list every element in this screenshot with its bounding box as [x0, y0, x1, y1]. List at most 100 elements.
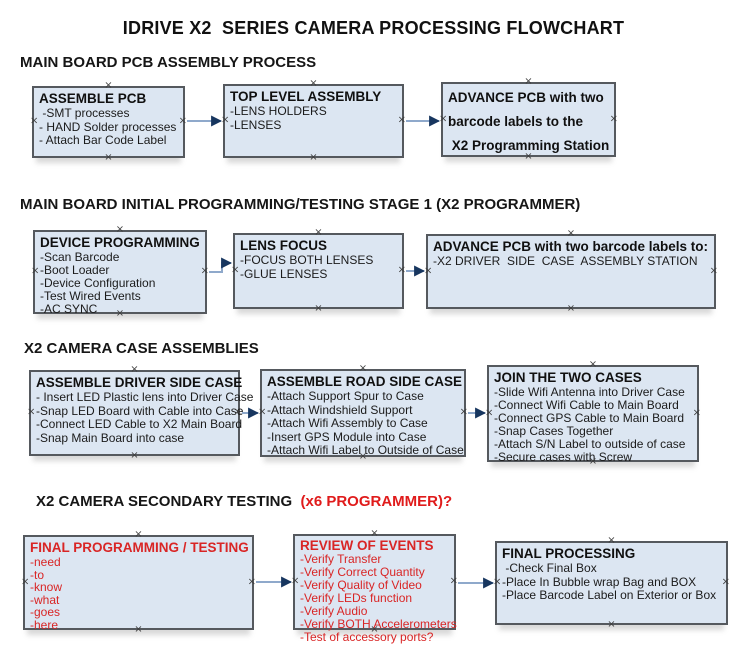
- connection-point-icon: ×: [609, 113, 618, 124]
- box-item: -Place Barcode Label on Exterior or Box: [502, 588, 717, 602]
- box-item: -know: [30, 580, 63, 594]
- section-heading-pcb-assembly: MAIN BOARD PCB ASSEMBLY PROCESS: [20, 54, 317, 71]
- box-item: - Insert LED Plastic lens into Driver Ca…: [36, 390, 254, 404]
- box-item: - HAND Solder processes: [39, 119, 177, 134]
- box-item: -to: [30, 567, 45, 582]
- section-heading-initial-programming: MAIN BOARD INITIAL PROGRAMMING/TESTING S…: [20, 196, 581, 213]
- flow-box-advance-to-programming-station[interactable]: ADVANCE PCB with two barcode labels to t…: [439, 77, 618, 162]
- connection-point-icon: ×: [607, 535, 616, 546]
- connection-point-icon: ×: [607, 619, 616, 630]
- box-item: -Attach S/N Label to outside of case: [494, 437, 686, 451]
- connection-point-icon: ×: [104, 80, 113, 91]
- flow-box-join-the-two-cases[interactable]: JOIN THE TWO CASES -Slide Wifi Antenna i…: [485, 360, 701, 467]
- box-item: -Attach Wifi Assembly to Case: [267, 416, 428, 430]
- box-item: -Snap Main Board into case: [36, 430, 185, 445]
- flow-box-assemble-pcb[interactable]: ASSEMBLE PCB -SMT processes - HAND Solde…: [30, 81, 187, 163]
- connection-point-icon: ×: [459, 406, 468, 418]
- box-title: DEVICE PROGRAMMING: [40, 235, 200, 250]
- box-item: -FOCUS BOTH LENSES: [240, 253, 374, 267]
- connection-point-icon: ×: [31, 265, 40, 277]
- box-item: -Attach Support Spur to Case: [267, 389, 424, 403]
- box-title-line: barcode labels to the: [448, 114, 584, 129]
- box-title: FINAL PROGRAMMING / TESTING: [30, 540, 249, 555]
- connector-arrow[interactable]: [209, 257, 233, 273]
- heading-red-part: (x6 PROGRAMMER)?: [292, 493, 453, 510]
- box-item: -need: [30, 555, 61, 569]
- box-item: -Verify Quality of Video: [300, 578, 422, 592]
- connection-point-icon: ×: [134, 529, 143, 540]
- flow-box-assemble-driver-side-case[interactable]: ASSEMBLE DRIVER SIDE CASE - Insert LED P…: [27, 365, 254, 461]
- box-item: -Test Wired Events: [40, 289, 141, 303]
- connection-point-icon: ×: [566, 228, 576, 239]
- box-item: -Snap LED Board with Cable into Case: [36, 403, 244, 418]
- connection-point-icon: ×: [709, 265, 718, 276]
- box-item-overflow: -Test of accessory ports?: [300, 630, 434, 644]
- connection-point-icon: ×: [721, 576, 730, 588]
- box-item: -Connect LED Cable to X2 Main Board: [36, 417, 243, 431]
- box-item: -GLUE LENSES: [240, 266, 328, 281]
- box-title: FINAL PROCESSING: [502, 546, 636, 561]
- heading-black-part: X2 CAMERA SECONDARY TESTING: [36, 493, 293, 510]
- box-item: -LENSES: [230, 117, 282, 132]
- flow-box-assemble-road-side-case[interactable]: ASSEMBLE ROAD SIDE CASE -Attach Support …: [258, 364, 468, 462]
- box-title: ADVANCE PCB with two barcode labels to:: [433, 239, 709, 254]
- box-item: -Place In Bubble wrap Bag and BOX: [502, 574, 697, 589]
- connection-point-icon: ×: [314, 303, 323, 314]
- box-title: ASSEMBLE DRIVER SIDE CASE: [36, 375, 243, 390]
- box-item: -Slide Wifi Antenna into Driver Case: [494, 385, 685, 399]
- connection-point-icon: ×: [358, 363, 368, 374]
- connection-point-icon: ×: [258, 406, 267, 418]
- box-title: ASSEMBLE PCB: [39, 91, 147, 106]
- connection-point-icon: ×: [231, 264, 240, 276]
- box-item: -Verify Correct Quantity: [300, 565, 425, 579]
- box-item: -Secure cases with Screw: [494, 450, 633, 464]
- box-item: -Verify LEDs function: [300, 591, 413, 605]
- box-item: -Insert GPS Module into Case: [267, 429, 427, 444]
- connection-point-icon: ×: [449, 575, 458, 587]
- box-item: -goes: [30, 605, 61, 619]
- flow-box-final-programming-testing[interactable]: FINAL PROGRAMMING / TESTING -need -to -k…: [21, 530, 256, 635]
- box-item: -Verify Transfer: [300, 552, 382, 566]
- box-title: JOIN THE TWO CASES: [494, 370, 642, 385]
- box-item: -LENS HOLDERS: [230, 104, 327, 118]
- connection-point-icon: ×: [200, 265, 209, 277]
- box-title: TOP LEVEL ASSEMBLY: [230, 89, 382, 104]
- connection-point-icon: ×: [115, 224, 125, 235]
- box-item: -Attach Wifi Label to Outside of Case: [267, 443, 464, 457]
- connection-point-icon: ×: [27, 406, 36, 418]
- box-item: -Verify BOTH Accelerometers: [300, 617, 457, 631]
- flow-box-top-level-assembly[interactable]: TOP LEVEL ASSEMBLY -LENS HOLDERS -LENSES…: [221, 79, 406, 163]
- connection-point-icon: ×: [247, 576, 256, 587]
- connection-point-icon: ×: [566, 303, 576, 314]
- box-item: -Snap Cases Together: [494, 424, 614, 438]
- box-title-line: X2 Programming Station: [448, 138, 610, 153]
- connection-point-icon: ×: [588, 359, 598, 370]
- connection-point-icon: ×: [424, 265, 433, 276]
- connection-point-icon: ×: [485, 407, 494, 418]
- connection-point-icon: ×: [397, 264, 406, 276]
- connection-point-icon: ×: [21, 576, 30, 587]
- box-item: -Connect Wifi Cable to Main Board: [494, 398, 679, 412]
- flow-box-review-of-events[interactable]: REVIEW OF EVENTS -Verify Transfer -Verif…: [291, 529, 458, 644]
- connection-point-icon: ×: [314, 227, 323, 238]
- box-title: LENS FOCUS: [240, 238, 328, 253]
- connection-point-icon: ×: [309, 152, 318, 163]
- box-item: -X2 DRIVER SIDE CASE ASSEMBLY STATION: [433, 254, 698, 268]
- connection-point-icon: ×: [104, 152, 113, 163]
- box-item: -AC SYNC: [40, 302, 98, 316]
- box-title-line: ADVANCE PCB with two: [448, 90, 604, 105]
- section-heading-case-assemblies: X2 CAMERA CASE ASSEMBLIES: [24, 340, 259, 357]
- connection-point-icon: ×: [439, 113, 448, 124]
- section-heading-secondary-testing: X2 CAMERA SECONDARY TESTING (x6 PROGRAMM…: [36, 493, 452, 510]
- box-title: REVIEW OF EVENTS: [300, 538, 434, 553]
- flow-box-advance-to-case-assembly[interactable]: ADVANCE PCB with two barcode labels to: …: [424, 229, 718, 314]
- connection-point-icon: ×: [397, 114, 406, 126]
- flow-box-device-programming[interactable]: DEVICE PROGRAMMING -Scan Barcode -Boot L…: [31, 225, 209, 319]
- connection-point-icon: ×: [692, 407, 701, 418]
- box-item: -here: [30, 617, 59, 632]
- flow-box-lens-focus[interactable]: LENS FOCUS -FOCUS BOTH LENSES -GLUE LENS…: [231, 228, 406, 314]
- connection-point-icon: ×: [291, 575, 300, 587]
- chart-title: IDRIVE X2 SERIES CAMERA PROCESSING FLOWC…: [122, 18, 625, 38]
- box-item: -SMT processes: [39, 106, 130, 120]
- flow-box-final-processing[interactable]: FINAL PROCESSING -Check Final Box -Place…: [493, 536, 730, 630]
